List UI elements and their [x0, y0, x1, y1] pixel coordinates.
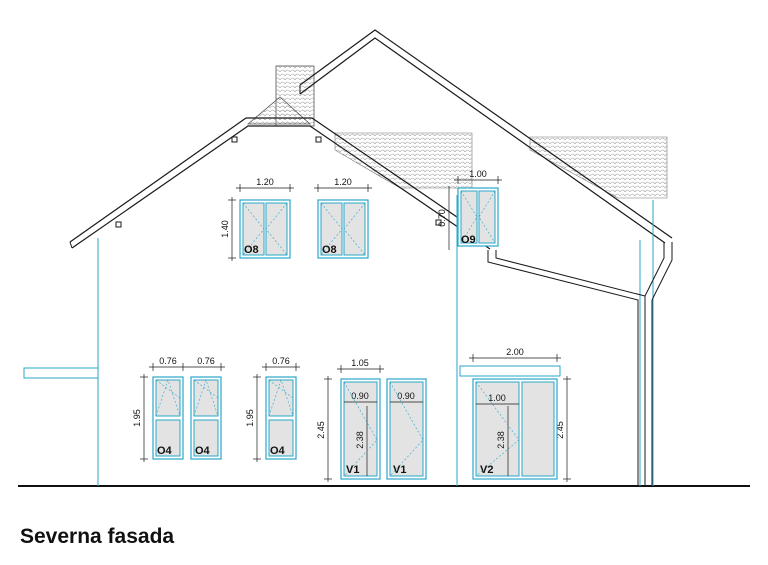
window-width-label: 1.20: [256, 177, 274, 187]
window-o4-2: 0.76 O4: [187, 356, 225, 460]
door-total-height-label: 2.45: [316, 421, 326, 439]
door-width-label: 0.90: [351, 391, 369, 401]
door-height-label: 2.38: [496, 431, 506, 449]
window-o9: 1.00 0.70 O9: [437, 169, 502, 250]
window-tag: O8: [322, 244, 337, 256]
window-width-label: 0.76: [272, 356, 290, 366]
door-height-label: 2.38: [355, 431, 365, 449]
front-roof: [69, 117, 496, 250]
chimney: [246, 65, 315, 127]
door-total-height-label: 2.45: [555, 421, 565, 439]
door-tag: V2: [480, 464, 493, 476]
window-height-label: 1.40: [220, 220, 230, 238]
window-tag: O4: [157, 445, 173, 457]
window-tag: O9: [461, 234, 476, 246]
door-opening-width-label: 1.05: [351, 358, 369, 368]
window-o4-1: 0.76 1.95 O4: [132, 356, 187, 462]
walls: [23, 195, 654, 486]
door-v2: 2.00 2.45 1.00 2.38 V2: [469, 347, 571, 482]
window-width-label: 0.76: [159, 356, 177, 366]
window-o8-1: 1.20 1.40 O8: [220, 177, 294, 261]
window-height-label: 0.70: [437, 209, 447, 227]
window-tag: O4: [195, 445, 211, 457]
door-v1-1: 1.05 2.45 0.90 2.38 V1: [316, 358, 384, 482]
window-height-label: 1.95: [245, 409, 255, 427]
window-width-label: 1.20: [334, 177, 352, 187]
window-o4-3: 0.76 1.95 O4: [245, 356, 300, 462]
door-v1-2: 0.90 V1: [386, 378, 427, 480]
window-tag: O8: [244, 244, 259, 256]
door-opening-width-label: 2.00: [506, 347, 524, 357]
door-tag: V1: [346, 464, 359, 476]
window-o8-2: 1.20 O8: [314, 177, 372, 259]
downpipe: [487, 242, 673, 486]
window-width-label: 0.76: [197, 356, 215, 366]
back-roof: [334, 132, 668, 199]
drawing-caption: Severna fasada: [20, 525, 175, 548]
door-width-label: 0.90: [397, 391, 415, 401]
door-width-label: 1.00: [488, 393, 506, 403]
window-tag: O4: [270, 445, 286, 457]
door-tag: V1: [393, 464, 406, 476]
main-roof: [299, 29, 673, 244]
window-height-label: 1.95: [132, 409, 142, 427]
window-width-label: 1.00: [469, 169, 487, 179]
